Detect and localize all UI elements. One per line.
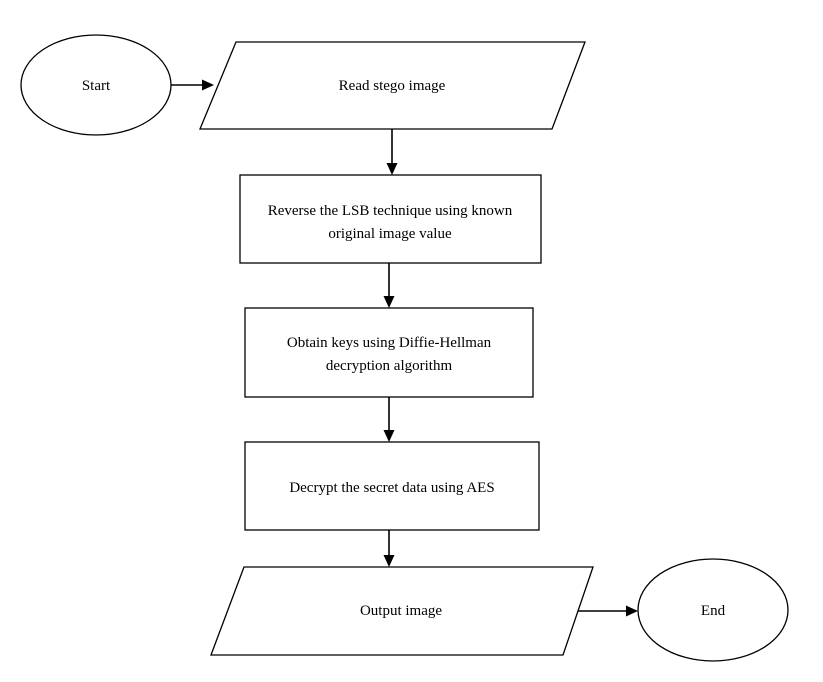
reverse-lsb-label-line-2: original image value	[328, 226, 452, 242]
output-image-parallelogram	[210, 566, 594, 656]
connector-decrypt-to-output	[383, 530, 395, 567]
connector-output-to-end	[578, 605, 638, 617]
obtain-keys-label-line-1: Obtain keys using Diffie-Hellman	[287, 335, 492, 351]
arrowhead-read-to-reverse	[386, 163, 398, 175]
read-stego-image-label: Read stego image	[339, 78, 446, 94]
end-ellipse	[637, 558, 789, 662]
arrowhead-keys-to-decrypt	[383, 430, 395, 442]
node-end: End	[637, 558, 789, 662]
node-decrypt-aes: Decrypt the secret data using AES	[244, 441, 540, 531]
node-read-stego-image: Read stego image	[199, 41, 586, 130]
connector-start-to-read	[171, 79, 214, 91]
read-stego-image-parallelogram	[199, 41, 586, 130]
end-label: End	[701, 603, 726, 619]
obtain-keys-rectangle	[244, 307, 534, 398]
obtain-keys-label-line-2: decryption algorithm	[326, 358, 453, 374]
reverse-lsb-label-line-1: Reverse the LSB technique using known	[268, 203, 513, 219]
connector-reverse-to-keys	[383, 263, 395, 308]
arrowhead-output-to-end	[626, 605, 638, 617]
node-start: Start	[20, 34, 172, 136]
connector-keys-to-decrypt	[383, 397, 395, 442]
arrowhead-reverse-to-keys	[383, 296, 395, 308]
decrypt-aes-rectangle	[244, 441, 540, 531]
decrypt-aes-label: Decrypt the secret data using AES	[289, 480, 494, 496]
node-obtain-keys: Obtain keys using Diffie-Hellman decrypt…	[244, 307, 534, 398]
arrowhead-decrypt-to-output	[383, 555, 395, 567]
output-image-label: Output image	[360, 603, 442, 619]
start-label: Start	[82, 78, 111, 94]
node-output-image: Output image	[210, 566, 594, 656]
arrowhead-start-to-read	[202, 79, 214, 91]
reverse-lsb-rectangle	[239, 174, 542, 264]
node-reverse-lsb: Reverse the LSB technique using known or…	[239, 174, 542, 264]
connector-read-to-reverse	[386, 129, 398, 175]
